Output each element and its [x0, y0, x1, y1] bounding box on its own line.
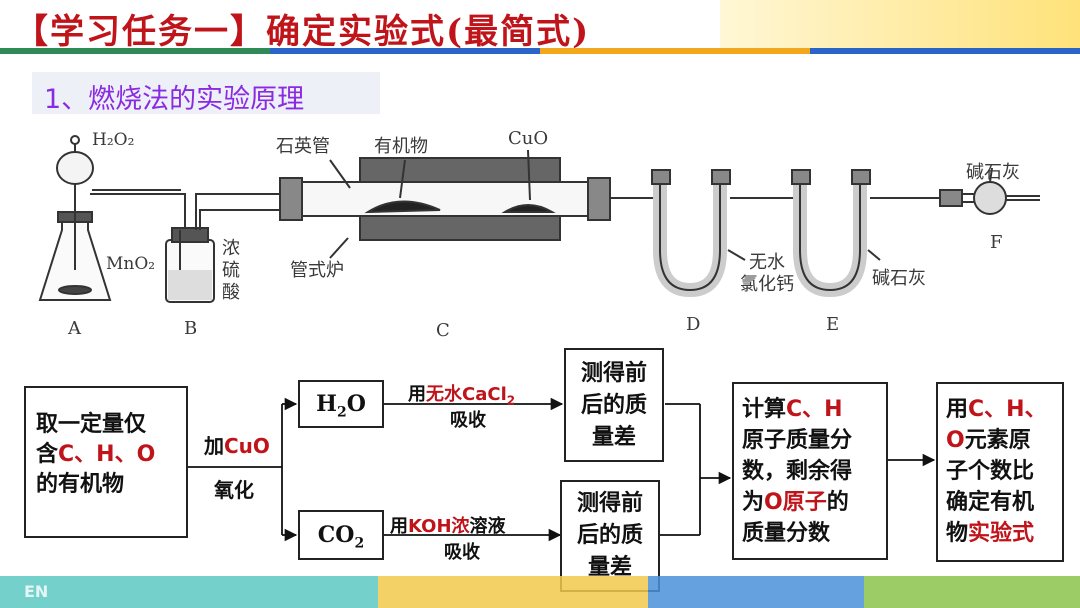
- letter-b: B: [184, 318, 198, 339]
- footer-watermark: EN: [24, 582, 49, 601]
- start-box: 取一定量仅 含C、H、O 的有机物: [24, 386, 188, 538]
- label-soda-lime-e: 碱石灰: [872, 268, 926, 289]
- h2o-absorb-line1: 用无水CaCl2: [408, 384, 516, 408]
- footer-stripes: [0, 576, 1080, 608]
- start-line1: 取一定量仅: [36, 412, 147, 437]
- co2-absorb-line1: 用KOH浓溶液: [390, 516, 506, 537]
- label-quartz-tube: 石英管: [276, 136, 330, 157]
- cuo-sample: [501, 204, 556, 213]
- co2-box: CO2: [298, 510, 384, 560]
- measure-top-2: 后的质: [580, 393, 647, 418]
- tube-a-b: [90, 193, 186, 230]
- oxidation-line2: 氧化: [214, 478, 254, 502]
- calc-line1: 计算C、H: [742, 397, 843, 422]
- apparatus-diagram: [38, 135, 1040, 303]
- label-tube-furnace: 管式炉: [290, 260, 344, 281]
- label-organic: 有机物: [374, 136, 428, 157]
- measure-bottom-2: 后的质: [576, 523, 643, 548]
- header-band: [0, 0, 1080, 60]
- result-line5: 物实验式: [946, 521, 1035, 546]
- header-highlight: [720, 0, 1080, 48]
- label-conc-h2so4: 浓 硫 酸: [222, 238, 240, 304]
- result-line3: 子个数比: [946, 459, 1035, 484]
- calc-box: 计算C、H 原子质量分 数，剩余得 为O原子的 质量分数: [732, 382, 888, 560]
- h2o-absorb-line2: 吸收: [450, 410, 486, 431]
- section-subtitle: 1、燃烧法的实验原理: [44, 84, 305, 115]
- calc-line2: 原子质量分: [742, 428, 853, 453]
- result-line2: O元素原: [946, 428, 1031, 453]
- co2-absorb-line2: 吸收: [444, 542, 480, 563]
- label-h2o2: H₂O₂: [92, 130, 135, 150]
- start-line2: 含C、H、O: [36, 442, 156, 467]
- letter-d: D: [686, 314, 701, 335]
- stripe-orange: [540, 48, 810, 54]
- letter-a: A: [68, 318, 81, 339]
- letter-e: E: [826, 314, 840, 335]
- h2o-box: H2O: [298, 380, 384, 428]
- label-cacl2-2: 氯化钙: [740, 274, 794, 295]
- measure-top-3: 量差: [591, 425, 636, 450]
- subtitle-box: [32, 72, 380, 114]
- label-cacl2-1: 无水: [749, 252, 785, 273]
- calc-line3: 数，剩余得: [742, 459, 853, 484]
- start-line3: 的有机物: [36, 472, 125, 497]
- furnace-bottom: [359, 215, 561, 241]
- stripe-green: [0, 48, 270, 54]
- label-conc-1: 浓: [222, 238, 240, 259]
- letter-f: F: [990, 232, 1003, 253]
- stripe-blue: [270, 48, 540, 54]
- label-mno2: MnO₂: [106, 254, 156, 274]
- calc-line4: 为O原子的: [742, 490, 849, 515]
- organic-sample: [364, 200, 441, 214]
- measure-box-top: 测得前 后的质 量差: [564, 348, 664, 462]
- calc-line5: 质量分数: [742, 521, 831, 546]
- stripe-blue-2: [810, 48, 1080, 54]
- footer-band: [0, 576, 1080, 608]
- label-conc-3: 酸: [222, 282, 240, 303]
- result-box: 用C、H、 O元素原 子个数比 确定有机 物实验式: [936, 382, 1064, 562]
- measure-bottom-1: 测得前: [576, 491, 643, 516]
- label-conc-2: 硫: [222, 260, 240, 281]
- oxidation-line1: 加CuO: [204, 434, 270, 458]
- label-soda-lime-f: 碱石灰: [966, 162, 1020, 183]
- result-line1: 用C、H、: [946, 397, 1047, 422]
- measure-top-1: 测得前: [580, 361, 647, 386]
- label-cuo: CuO: [508, 128, 549, 149]
- label-anhydrous-cacl2: 无水 氯化钙: [740, 252, 794, 296]
- letter-c: C: [436, 320, 450, 341]
- measure-box-bottom: 测得前 后的质 量差: [560, 480, 660, 592]
- measure-bottom-3: 量差: [587, 555, 632, 580]
- page-title: 【学习任务一】确定实验式(最简式): [14, 12, 591, 52]
- result-line4: 确定有机: [946, 490, 1035, 515]
